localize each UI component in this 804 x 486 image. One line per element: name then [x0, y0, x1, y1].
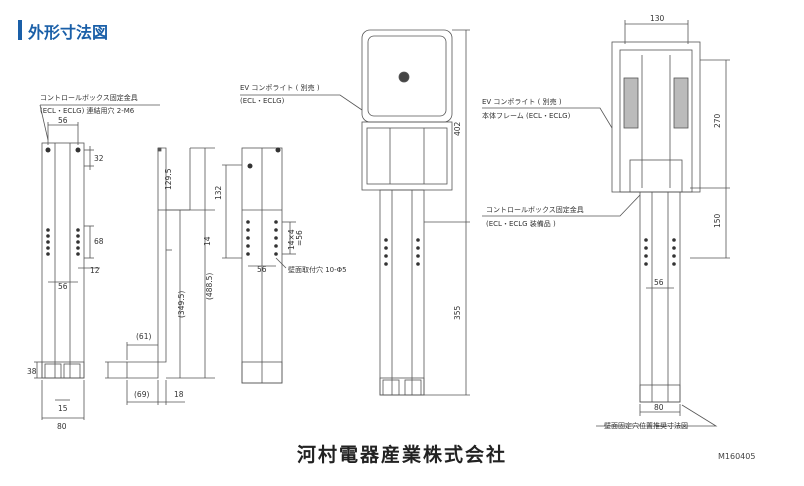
drawing-code: M160405: [718, 452, 756, 461]
callout-wall-fix: 壁面固定穴位置推奨寸法図: [604, 421, 688, 430]
dim-80-right: 80: [654, 403, 664, 412]
dim-14: 14: [203, 236, 212, 246]
charger-front-view: [240, 29, 470, 396]
bracket-front-view: [34, 104, 160, 420]
dim-14x4: 14×4: [287, 229, 296, 250]
bracket-side-view: [105, 147, 215, 405]
dim-32: 32: [94, 154, 104, 163]
dim-132: 132: [214, 185, 223, 200]
company-name: 河村電器産業株式会社: [296, 444, 507, 466]
dim-355: 355: [453, 305, 462, 320]
dim-402: 402: [453, 121, 462, 136]
dim-130: 130: [650, 14, 665, 23]
callout-bracket-sub: (ECL・ECLG) 連結用穴 2-M6: [40, 106, 135, 115]
callout-wall-holes: 壁面取付穴 10-Φ5: [288, 265, 347, 274]
dim-18: 18: [174, 390, 184, 399]
bracket-holes-view: [222, 147, 296, 384]
charger-frame-view: [482, 20, 730, 427]
dim-56-mid: 56: [58, 282, 68, 291]
callout-ev-right-sub: 本体フレーム (ECL・ECLG): [482, 111, 571, 120]
callout-ev-left: EV コンポライト ( 別売 ): [240, 83, 320, 92]
callout-ev-left-sub: (ECL・ECLG): [240, 97, 285, 105]
dim-270: 270: [713, 113, 722, 128]
callout-bracket-right: コントロールボックス固定金具: [486, 205, 584, 214]
dim-68: 68: [94, 237, 104, 246]
dim-61: (61): [136, 332, 151, 341]
dim-129-5: 129.5: [164, 168, 173, 190]
title-accent-bar: [18, 20, 22, 40]
dim-12: 12: [90, 266, 100, 275]
dim-150: 150: [713, 213, 722, 228]
callout-bracket-right-sub: (ECL・ECLG 装備品 ): [486, 219, 556, 228]
dim-69: (69): [134, 390, 149, 399]
callout-ev-right: EV コンポライト ( 別売 ): [482, 97, 562, 106]
dim-349-5: (349.5): [177, 291, 186, 318]
dim-488-5: (488.5): [205, 273, 214, 300]
dim-15: 15: [58, 404, 68, 413]
dim-56-right: 56: [654, 278, 664, 287]
dim-56-top: 56: [58, 116, 68, 125]
callout-bracket: コントロールボックス固定金具: [40, 93, 138, 102]
dim-80-left: 80: [57, 422, 67, 431]
page-title: 外形寸法図: [28, 23, 109, 42]
dim-56-rotated: =56: [295, 230, 304, 246]
dim-38: 38: [27, 367, 37, 376]
dim-56-side: 56: [257, 265, 267, 274]
